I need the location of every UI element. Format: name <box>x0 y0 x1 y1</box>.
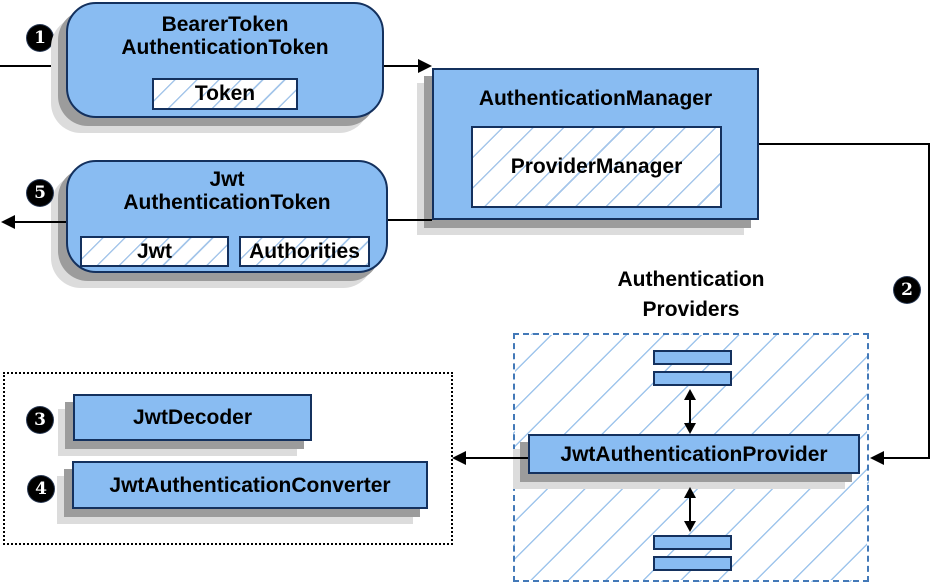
bidirectional-arrow-top <box>689 397 691 427</box>
arrowhead-up-icon <box>684 389 696 400</box>
jwt-authentication-converter-title: JwtAuthenticationConverter <box>109 473 391 497</box>
jwt-authentication-converter-node: JwtAuthenticationConverter <box>72 461 428 509</box>
connector-request-in <box>0 65 66 67</box>
providers-label-line1: Authentication <box>617 268 765 291</box>
connector-response-out <box>13 221 66 223</box>
providers-group-label: Authentication Providers <box>531 265 851 325</box>
arrowhead-right-icon <box>418 59 432 73</box>
authorities-chip-label: Authorities <box>249 239 360 263</box>
arrowhead-left-icon <box>1 215 15 229</box>
authentication-manager-node: AuthenticationManager ProviderManager <box>432 68 759 220</box>
token-chip-label: Token <box>194 82 256 105</box>
bearer-token-node-title: BearerToken AuthenticationToken <box>68 13 382 59</box>
arrowhead-left-icon <box>452 451 466 465</box>
step-badge-3: 3 <box>27 407 53 433</box>
bearer-token-title-line1: BearerToken <box>161 13 289 36</box>
authentication-manager-title: AuthenticationManager <box>478 87 713 110</box>
jwt-authentication-provider-title: JwtAuthenticationProvider <box>560 442 828 466</box>
jwt-decoder-node: JwtDecoder <box>73 394 312 441</box>
step-badge-5: 5 <box>27 180 53 206</box>
connector-bearer-to-manager <box>384 65 420 67</box>
arrowhead-down-icon <box>684 521 696 532</box>
step-badge-2: 2 <box>894 277 920 303</box>
provider-manager-chip: ProviderManager <box>471 126 722 208</box>
bearer-token-title-line2: AuthenticationToken <box>121 36 329 59</box>
jwt-chip-label: Jwt <box>136 239 172 263</box>
provider-stack-bar <box>653 535 732 550</box>
jwt-decoder-title: JwtDecoder <box>132 406 253 429</box>
step-4-number: 4 <box>35 478 47 499</box>
arrowhead-down-icon <box>684 423 696 434</box>
bearer-token-authentication-token-node: BearerToken AuthenticationToken Token <box>66 2 384 118</box>
provider-stack-bar <box>653 556 732 571</box>
arrowhead-left-icon <box>870 451 884 465</box>
arrowhead-up-icon <box>684 487 696 498</box>
jwt-authentication-provider-node: JwtAuthenticationProvider <box>528 434 860 474</box>
step-badge-4: 4 <box>28 476 54 502</box>
step-3-number: 3 <box>34 409 46 430</box>
providers-label-line2: Providers <box>642 298 740 321</box>
token-chip: Token <box>152 78 298 110</box>
step-badge-1: 1 <box>27 25 53 51</box>
authorities-chip: Authorities <box>239 236 370 267</box>
provider-manager-chip-label: ProviderManager <box>510 155 683 178</box>
connector-into-provider <box>884 457 930 459</box>
decoder-group-box <box>3 372 453 545</box>
provider-stack-bar <box>653 371 732 386</box>
connector-provider-to-decoder <box>465 457 528 459</box>
jwt-authentication-token-node: Jwt AuthenticationToken Jwt Authorities <box>66 160 388 273</box>
connector-manager-right <box>759 143 930 145</box>
bidirectional-arrow-bottom <box>689 495 691 525</box>
jwt-chip: Jwt <box>80 236 229 267</box>
provider-stack-bar <box>653 350 732 365</box>
step-1-number: 1 <box>34 27 46 48</box>
jwt-token-title-line2: AuthenticationToken <box>123 191 331 214</box>
connector-manager-to-jwt-token <box>388 219 432 221</box>
jwt-token-node-title: Jwt AuthenticationToken <box>68 168 386 214</box>
step-5-number: 5 <box>34 182 46 203</box>
step-2-number: 2 <box>901 279 913 300</box>
connector-right-vertical <box>928 143 930 459</box>
jwt-token-title-line1: Jwt <box>209 168 245 191</box>
